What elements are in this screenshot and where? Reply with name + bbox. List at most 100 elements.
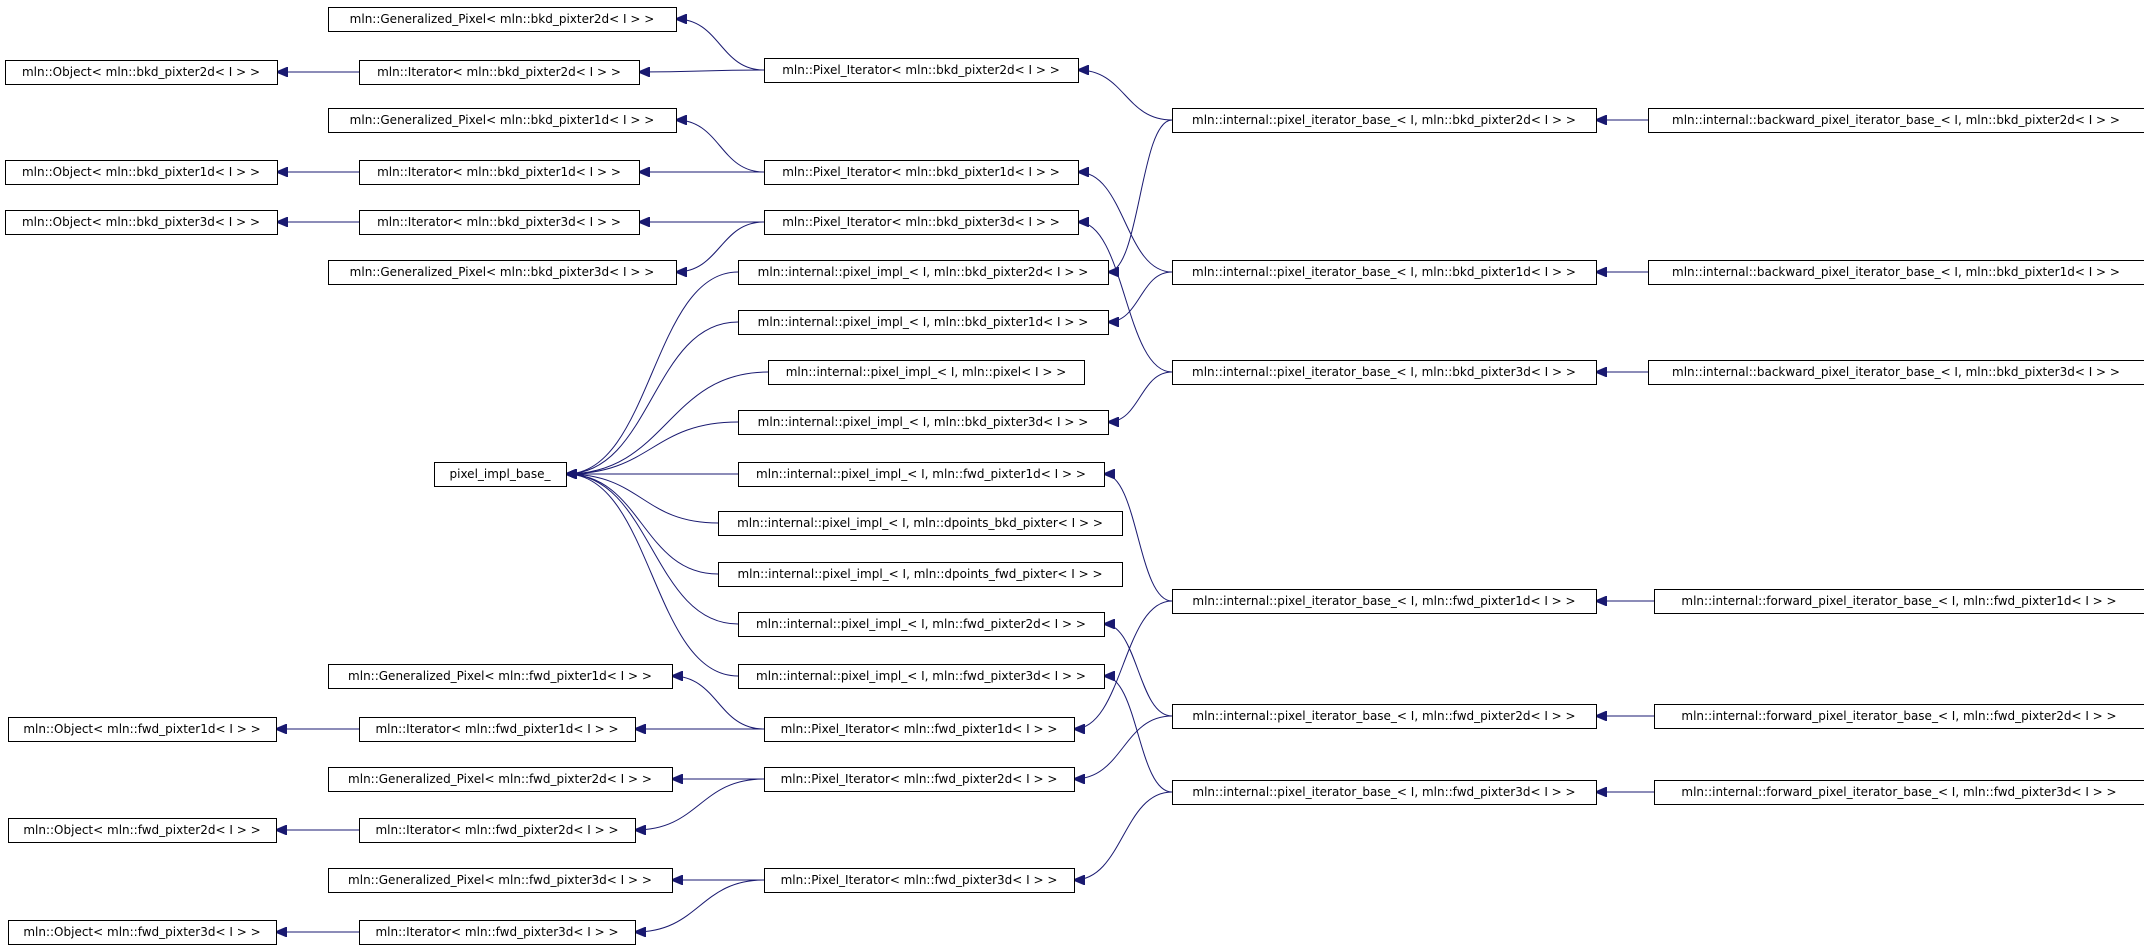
inheritance-arrow bbox=[676, 120, 765, 173]
inheritance-arrow bbox=[566, 474, 719, 575]
inheritance-edge bbox=[566, 474, 739, 625]
class-node-box bbox=[8, 717, 277, 742]
inheritance-edge bbox=[566, 371, 769, 474]
class-node-pib-bkd1d[interactable]: mln::internal::pixel_iterator_base_< I, … bbox=[1172, 260, 1597, 285]
inheritance-arrow bbox=[1078, 172, 1173, 273]
class-node-pib-bkd3d[interactable]: mln::internal::pixel_iterator_base_< I, … bbox=[1172, 360, 1597, 385]
class-node-box bbox=[1648, 260, 2144, 285]
class-node-pit-bkd3d[interactable]: mln::Pixel_Iterator< mln::bkd_pixter3d< … bbox=[764, 210, 1079, 235]
class-node-it-fwd2d[interactable]: mln::Iterator< mln::fwd_pixter2d< I > > bbox=[359, 818, 636, 843]
class-node-impl-fwd2d[interactable]: mln::internal::pixel_impl_< I, mln::fwd_… bbox=[738, 612, 1105, 637]
class-node-box bbox=[718, 511, 1123, 536]
class-node-label: mln::Generalized_Pixel< mln::bkd_pixter2… bbox=[350, 12, 655, 26]
class-node-box bbox=[764, 717, 1075, 742]
class-node-obj-fwd2d[interactable]: mln::Object< mln::fwd_pixter2d< I > > bbox=[8, 818, 277, 843]
inheritance-edge bbox=[566, 474, 719, 524]
class-node-pib-fwd2d[interactable]: mln::internal::pixel_iterator_base_< I, … bbox=[1172, 704, 1597, 729]
class-node-gen-fwd2d[interactable]: mln::Generalized_Pixel< mln::fwd_pixter2… bbox=[328, 767, 673, 792]
class-node-label: mln::internal::pixel_iterator_base_< I, … bbox=[1192, 365, 1576, 379]
class-node-label: mln::Generalized_Pixel< mln::bkd_pixter1… bbox=[350, 113, 655, 127]
class-node-it-bkd1d[interactable]: mln::Iterator< mln::bkd_pixter1d< I > > bbox=[359, 160, 640, 185]
class-node-obj-bkd1d[interactable]: mln::Object< mln::bkd_pixter1d< I > > bbox=[5, 160, 278, 185]
class-node-obj-fwd3d[interactable]: mln::Object< mln::fwd_pixter3d< I > > bbox=[8, 920, 277, 945]
class-node-box bbox=[764, 210, 1079, 235]
class-node-bwd-bkd2d[interactable]: mln::internal::backward_pixel_iterator_b… bbox=[1648, 108, 2144, 133]
class-node-impl-fwd1d[interactable]: mln::internal::pixel_impl_< I, mln::fwd_… bbox=[738, 462, 1105, 487]
class-node-pit-bkd1d[interactable]: mln::Pixel_Iterator< mln::bkd_pixter1d< … bbox=[764, 160, 1079, 185]
class-node-pib-fwd1d[interactable]: mln::internal::pixel_iterator_base_< I, … bbox=[1172, 589, 1597, 614]
inheritance-arrow bbox=[1104, 676, 1173, 793]
class-node-pit-fwd2d[interactable]: mln::Pixel_Iterator< mln::fwd_pixter2d< … bbox=[764, 767, 1075, 792]
class-node-obj-bkd2d[interactable]: mln::Object< mln::bkd_pixter2d< I > > bbox=[5, 60, 278, 85]
inheritance-edge bbox=[1078, 70, 1173, 121]
class-node-label: mln::internal::pixel_iterator_base_< I, … bbox=[1192, 594, 1575, 608]
class-node-obj-bkd3d[interactable]: mln::Object< mln::bkd_pixter3d< I > > bbox=[5, 210, 278, 235]
class-node-impl-bkd2d[interactable]: mln::internal::pixel_impl_< I, mln::bkd_… bbox=[738, 260, 1109, 285]
inheritance-edge bbox=[566, 474, 739, 677]
class-node-it-fwd1d[interactable]: mln::Iterator< mln::fwd_pixter1d< I > > bbox=[359, 717, 636, 742]
class-node-label: pixel_impl_base_ bbox=[450, 467, 552, 481]
class-node-bwd-bkd3d[interactable]: mln::internal::backward_pixel_iterator_b… bbox=[1648, 360, 2144, 385]
class-node-box bbox=[328, 260, 677, 285]
class-node-pib-bkd2d[interactable]: mln::internal::pixel_iterator_base_< I, … bbox=[1172, 108, 1597, 133]
class-node-pib-fwd3d[interactable]: mln::internal::pixel_iterator_base_< I, … bbox=[1172, 780, 1597, 805]
class-node-label: mln::internal::pixel_impl_< I, mln::dpoi… bbox=[737, 516, 1103, 530]
class-node-box bbox=[764, 160, 1079, 185]
inheritance-edge bbox=[1108, 271, 1173, 322]
class-node-pit-fwd1d[interactable]: mln::Pixel_Iterator< mln::fwd_pixter1d< … bbox=[764, 717, 1075, 742]
inheritance-arrow bbox=[566, 321, 739, 474]
class-node-box bbox=[738, 410, 1109, 435]
class-node-impl-fwd3d[interactable]: mln::internal::pixel_impl_< I, mln::fwd_… bbox=[738, 664, 1105, 689]
class-node-box bbox=[1648, 360, 2144, 385]
inheritance-arrow bbox=[635, 879, 765, 932]
inheritance-arrow bbox=[1074, 791, 1173, 880]
inheritance-arrow bbox=[566, 474, 739, 625]
class-node-label: mln::Object< mln::fwd_pixter3d< I > > bbox=[23, 925, 260, 939]
class-node-pixel-impl-base[interactable]: pixel_impl_base_ bbox=[434, 462, 567, 487]
class-node-impl-bkd1d[interactable]: mln::internal::pixel_impl_< I, mln::bkd_… bbox=[738, 310, 1109, 335]
class-node-label: mln::internal::pixel_impl_< I, mln::fwd_… bbox=[756, 617, 1086, 631]
class-node-box bbox=[434, 462, 567, 487]
class-node-label: mln::Object< mln::bkd_pixter3d< I > > bbox=[22, 215, 260, 229]
class-node-fwd-fwd3d[interactable]: mln::internal::forward_pixel_iterator_ba… bbox=[1654, 780, 2144, 805]
class-node-pit-fwd3d[interactable]: mln::Pixel_Iterator< mln::fwd_pixter3d< … bbox=[764, 868, 1075, 893]
class-node-impl-dpfwd[interactable]: mln::internal::pixel_impl_< I, mln::dpoi… bbox=[718, 562, 1123, 587]
class-node-label: mln::Iterator< mln::bkd_pixter2d< I > > bbox=[377, 65, 621, 79]
class-node-it-bkd2d[interactable]: mln::Iterator< mln::bkd_pixter2d< I > > bbox=[359, 60, 640, 85]
inheritance-edge bbox=[1074, 715, 1173, 779]
class-node-gen-bkd3d[interactable]: mln::Generalized_Pixel< mln::bkd_pixter3… bbox=[328, 260, 677, 285]
class-node-obj-fwd1d[interactable]: mln::Object< mln::fwd_pixter1d< I > > bbox=[8, 717, 277, 742]
class-node-label: mln::Iterator< mln::fwd_pixter2d< I > > bbox=[375, 823, 618, 837]
inheritance-arrow bbox=[566, 421, 739, 474]
class-node-pit-bkd2d[interactable]: mln::Pixel_Iterator< mln::bkd_pixter2d< … bbox=[764, 58, 1079, 83]
class-node-gen-fwd3d[interactable]: mln::Generalized_Pixel< mln::fwd_pixter3… bbox=[328, 868, 673, 893]
class-node-gen-bkd1d[interactable]: mln::Generalized_Pixel< mln::bkd_pixter1… bbox=[328, 108, 677, 133]
class-node-label: mln::internal::backward_pixel_iterator_b… bbox=[1672, 265, 2120, 279]
inheritance-edge bbox=[676, 19, 765, 71]
class-node-bwd-bkd1d[interactable]: mln::internal::backward_pixel_iterator_b… bbox=[1648, 260, 2144, 285]
class-node-impl-pixel[interactable]: mln::internal::pixel_impl_< I, mln::pixe… bbox=[768, 360, 1085, 385]
class-node-it-bkd3d[interactable]: mln::Iterator< mln::bkd_pixter3d< I > > bbox=[359, 210, 640, 235]
class-node-fwd-fwd1d[interactable]: mln::internal::forward_pixel_iterator_ba… bbox=[1654, 589, 2144, 614]
class-node-box bbox=[8, 818, 277, 843]
class-node-box bbox=[1654, 589, 2144, 614]
class-node-box bbox=[1648, 108, 2144, 133]
class-node-label: mln::Pixel_Iterator< mln::bkd_pixter2d< … bbox=[782, 63, 1060, 77]
inheritance-edge bbox=[1104, 624, 1173, 717]
class-node-label: mln::internal::backward_pixel_iterator_b… bbox=[1672, 365, 2120, 379]
class-node-impl-dpbkd[interactable]: mln::internal::pixel_impl_< I, mln::dpoi… bbox=[718, 511, 1123, 536]
class-node-gen-bkd2d[interactable]: mln::Generalized_Pixel< mln::bkd_pixter2… bbox=[328, 7, 677, 32]
nodes-layer: mln::Object< mln::bkd_pixter2d< I > >mln… bbox=[5, 7, 2144, 945]
class-node-box bbox=[1654, 704, 2144, 729]
class-node-it-fwd3d[interactable]: mln::Iterator< mln::fwd_pixter3d< I > > bbox=[359, 920, 636, 945]
class-node-impl-bkd3d[interactable]: mln::internal::pixel_impl_< I, mln::bkd_… bbox=[738, 410, 1109, 435]
inheritance-edge bbox=[1078, 222, 1173, 373]
class-node-box bbox=[328, 7, 677, 32]
inheritance-arrow bbox=[1078, 222, 1173, 373]
class-node-box bbox=[5, 60, 278, 85]
class-node-gen-fwd1d[interactable]: mln::Generalized_Pixel< mln::fwd_pixter1… bbox=[328, 664, 673, 689]
class-node-fwd-fwd2d[interactable]: mln::internal::forward_pixel_iterator_ba… bbox=[1654, 704, 2144, 729]
class-node-label: mln::Pixel_Iterator< mln::bkd_pixter1d< … bbox=[782, 165, 1060, 179]
inheritance-edge bbox=[566, 474, 719, 575]
